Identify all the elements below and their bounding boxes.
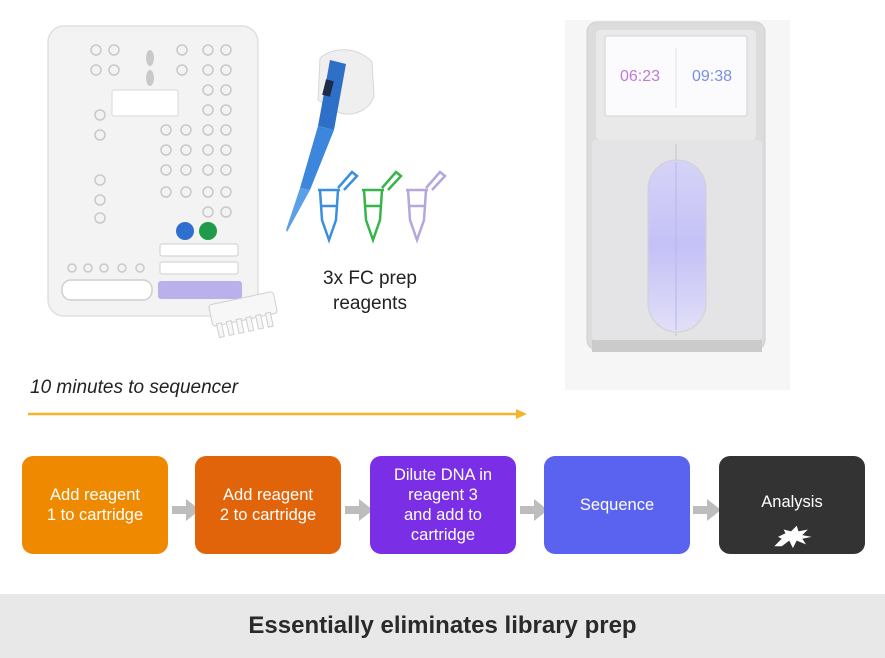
step-dilute-dna: Dilute DNA in reagent 3 and add to cartr… [370,456,516,554]
step-add-reagent-1: Add reagent 1 to cartridge [22,456,168,554]
dragen-logo-icon [774,525,812,549]
step-label: Add reagent 1 to cartridge [46,486,144,524]
banner-text: Essentially eliminates library prep [248,612,637,639]
pipette-image [286,49,375,232]
step-label: Sequence [579,496,655,514]
reagent-label: 3x FC prep reagents [323,268,417,314]
step-analysis: Analysis [719,456,865,554]
step-add-reagent-2: Add reagent 2 to cartridge [195,456,341,554]
timer-right: 09:38 [692,68,732,85]
cartridge-image [47,25,278,339]
reagent-tubes-image [318,170,447,244]
right-arrow-icon [172,499,200,521]
step-label: Dilute DNA in reagent 3 and add to cartr… [393,466,493,544]
timing-label: 10 minutes to sequencer [30,377,239,398]
right-arrow-icon [520,499,548,521]
sequencer-device-image: 06:23 09:38 [565,20,790,390]
right-arrow-icon [345,499,373,521]
step-sequence: Sequence [544,456,690,554]
step-label: Analysis [761,493,823,511]
process-steps: Add reagent 1 to cartridge Add reagent 2… [22,456,865,554]
right-arrow-icon [693,499,721,521]
timer-left: 06:23 [620,68,660,85]
illustration: 06:23 09:38 [47,20,790,390]
step-label: Add reagent 2 to cartridge [219,486,317,524]
banner: Essentially eliminates library prep [0,594,885,658]
timeline-arrow [28,409,527,419]
